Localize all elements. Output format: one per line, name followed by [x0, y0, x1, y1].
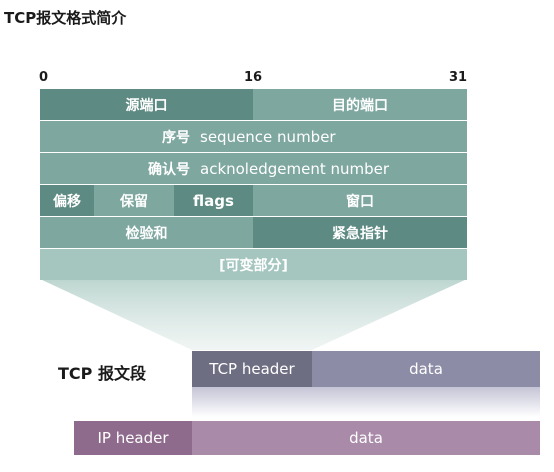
source-port-label: 源端口	[125, 97, 168, 114]
segment-shadow	[192, 387, 540, 417]
tcp-header-text: TCP header	[209, 360, 295, 378]
tcp-data-block: data	[312, 351, 540, 387]
ip-data-text: data	[349, 429, 383, 447]
funnel-shape	[40, 279, 467, 350]
reserved-label: 保留	[120, 193, 148, 210]
options-cell: [可变部分]	[40, 249, 467, 280]
ack-number-cell: 确认号 acknoledgement number	[40, 153, 467, 184]
bit-label-16: 16	[244, 70, 263, 85]
tcp-header-block: TCP header	[192, 351, 312, 387]
options-label: [可变部分]	[219, 257, 288, 274]
ip-data-block: data	[192, 421, 540, 455]
page-title: TCP报文格式简介	[4, 9, 127, 27]
ip-header-text: IP header	[97, 429, 169, 447]
bit-label-0: 0	[39, 70, 49, 85]
checksum-label: 检验和	[125, 225, 168, 242]
sequence-number-cell: 序号 sequence number	[40, 121, 467, 152]
urgent-pointer-cell: 紧急指针	[253, 217, 467, 248]
ip-header-block: IP header	[74, 421, 192, 455]
flags-label: flags	[193, 191, 234, 210]
checksum-cell: 检验和	[40, 217, 253, 248]
reserved-cell: 保留	[94, 185, 174, 216]
sequence-number-english: sequence number	[200, 127, 336, 146]
destination-port-cell: 目的端口	[253, 89, 467, 120]
ack-number-english: acknoledgement number	[200, 159, 390, 178]
window-label: 窗口	[346, 193, 374, 210]
tcp-segment-label: TCP 报文段	[58, 364, 146, 383]
data-offset-label: 偏移	[53, 193, 81, 210]
window-cell: 窗口	[253, 185, 467, 216]
urgent-pointer-label: 紧急指针	[332, 225, 388, 242]
data-offset-cell: 偏移	[40, 185, 94, 216]
bit-label-31: 31	[449, 70, 468, 85]
ack-number-label: 确认号	[148, 161, 190, 178]
source-port-cell: 源端口	[40, 89, 253, 120]
destination-port-label: 目的端口	[332, 97, 388, 114]
flags-cell: flags	[174, 185, 253, 216]
tcp-data-text: data	[409, 360, 443, 378]
sequence-number-label: 序号	[162, 129, 190, 146]
